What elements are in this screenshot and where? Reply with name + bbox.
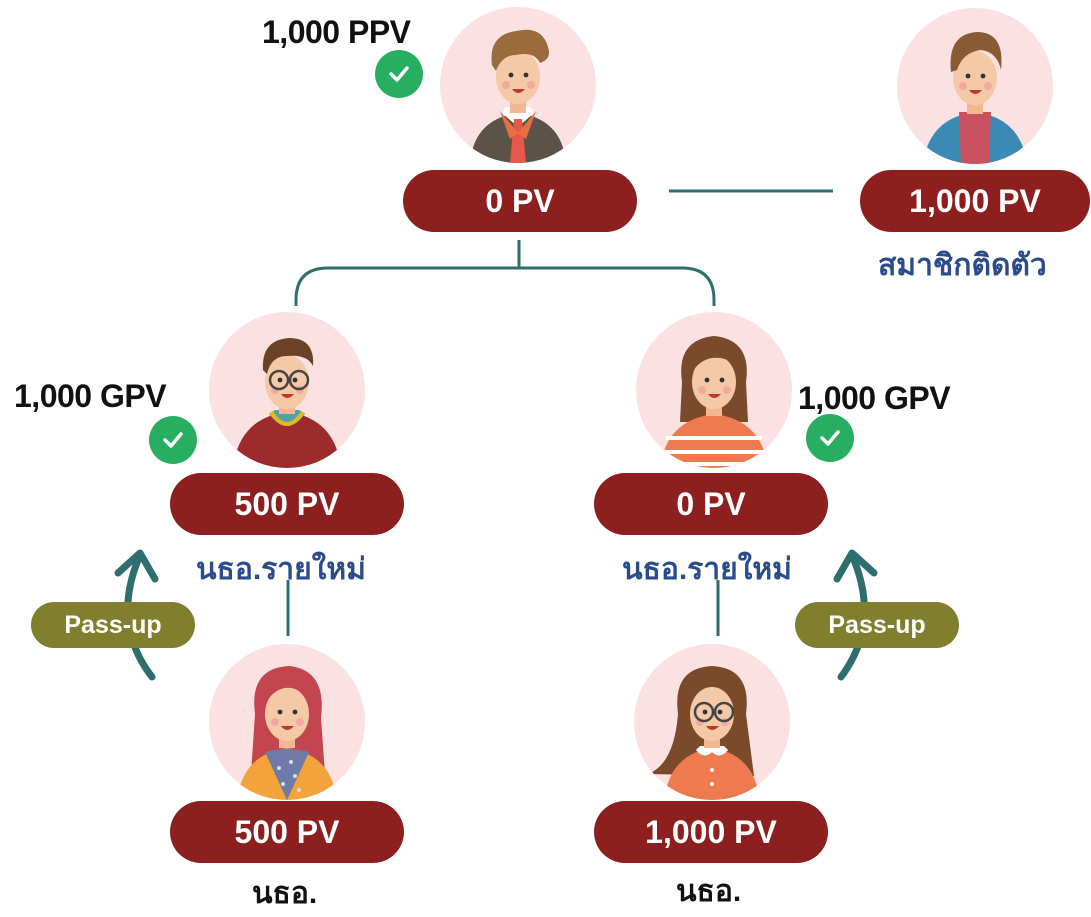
pass-up-arrow-right-head	[833, 549, 878, 583]
connector-branch	[294, 266, 716, 306]
role-label: นธอ.รายใหม่	[196, 553, 366, 586]
avatar-woman-stripes	[636, 312, 792, 468]
role-label: สมาชิกติดตัว	[878, 249, 1047, 282]
avatar-woman-long-hair	[634, 644, 790, 800]
avatar-man-suit	[440, 7, 596, 163]
pass-up-arrow-left-head	[114, 549, 159, 583]
role-label: นธอ.	[676, 875, 742, 908]
avatar-woman-red-hair	[209, 644, 365, 800]
avatar-man-blue-jacket	[897, 8, 1053, 164]
check-icon	[806, 414, 854, 462]
role-label: นธอ.	[252, 877, 318, 910]
pass-up-badge-right: Pass-up	[795, 602, 959, 648]
pass-up-badge-left: Pass-up	[31, 602, 195, 648]
top-ppv-label: 1,000 PPV	[262, 14, 411, 50]
pv-pill: 500 PV	[170, 473, 404, 535]
avatar-man-glasses	[209, 312, 365, 468]
pv-pill: 0 PV	[594, 473, 828, 535]
pv-pill: 0 PV	[403, 170, 637, 232]
pv-pill: 1,000 PV	[860, 170, 1090, 232]
check-icon	[149, 416, 197, 464]
gpv-label: 1,000 GPV	[14, 378, 167, 414]
role-label: นธอ.รายใหม่	[622, 553, 792, 586]
check-icon	[375, 50, 423, 98]
pv-pill: 500 PV	[170, 801, 404, 863]
gpv-label: 1,000 GPV	[798, 380, 951, 416]
pv-pill: 1,000 PV	[594, 801, 828, 863]
